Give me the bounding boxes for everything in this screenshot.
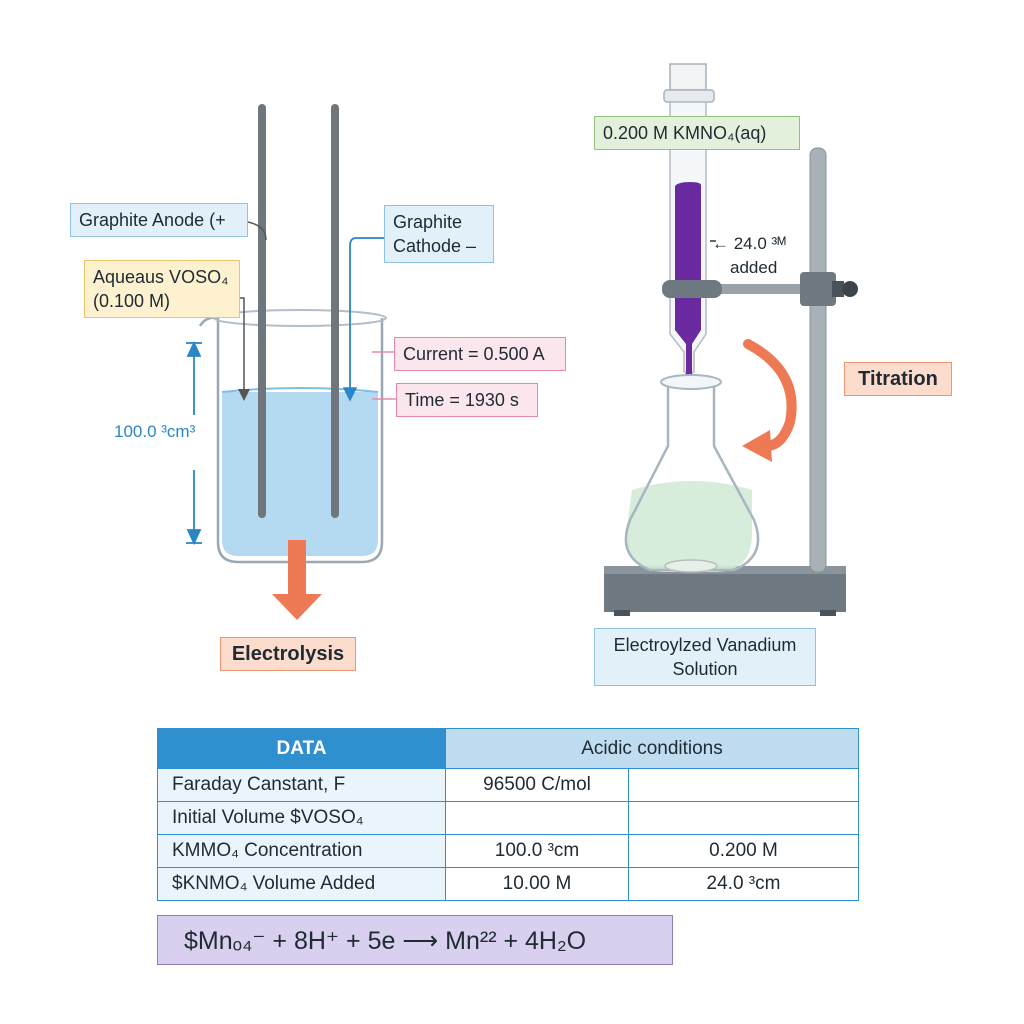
cathode-label: Graphite Cathode – <box>384 205 494 263</box>
titration-label: Titration <box>844 362 952 396</box>
table-cell: 0.200 M <box>628 834 859 868</box>
erlenmeyer-flask <box>624 374 760 573</box>
electrolysis-arrow <box>272 540 322 620</box>
table-cell: 24.0 ³cm <box>628 867 859 901</box>
table-row: Initial Volume $VOSO₄ <box>157 801 859 835</box>
time-label: Time = 1930 s <box>396 383 538 417</box>
table-cell <box>628 768 859 802</box>
data-table: DATA Acidic conditions Faraday Canstant,… <box>157 728 859 901</box>
cathode-electrode <box>331 104 339 518</box>
added-label: ← 24.0 ³ᴹ added <box>712 234 786 277</box>
stand-rod <box>809 147 827 573</box>
burette-label: 0.200 M KMNO₄(aq) <box>594 116 800 150</box>
table-cell: 96500 C/mol <box>445 768 629 802</box>
table-header-conditions: Acidic conditions <box>445 728 859 769</box>
table-row: Faraday Canstant, F 96500 C/mol <box>157 768 859 802</box>
burette <box>663 63 715 381</box>
table-cell: Faraday Canstant, F <box>157 768 446 802</box>
table-cell: 10.00 M <box>445 867 629 901</box>
clamp-block <box>800 272 836 306</box>
volume-label: 100.0 ³cm³ <box>114 422 196 441</box>
titration-arrow <box>742 339 797 462</box>
solution-label: Aqueaus VOSO₄ (0.100 M) <box>84 260 240 318</box>
flask-label: Electroylzed Vanadium Solution <box>594 628 816 686</box>
table-row: $KNMO₄ Volume Added 10.00 M 24.0 ³cm <box>157 867 859 901</box>
table-cell: Initial Volume $VOSO₄ <box>157 801 446 835</box>
clamp-arm <box>700 284 816 294</box>
table-cell: 100.0 ³cm <box>445 834 629 868</box>
anode-electrode <box>258 104 266 518</box>
volume-dimension <box>186 340 202 546</box>
table-row: KMMO₄ Concentration 100.0 ³cm 0.200 M <box>157 834 859 868</box>
current-label: Current = 0.500 A <box>394 337 566 371</box>
electrolysis-label: Electrolysis <box>220 637 356 671</box>
table-header-row: DATA Acidic conditions <box>157 728 859 769</box>
half-equation: $Mnₒ₄⁻ + 8H⁺ + 5e ⟶ Mn²² + 4H₂O <box>157 915 673 965</box>
anode-leader <box>247 221 267 241</box>
beaker <box>198 309 387 564</box>
anode-label: Graphite Anode (+ <box>70 203 248 237</box>
table-cell <box>445 801 629 835</box>
table-header-data: DATA <box>157 728 446 769</box>
table-cell: KMMO₄ Concentration <box>157 834 446 868</box>
table-cell: $KNMO₄ Volume Added <box>157 867 446 901</box>
cathode-leader <box>342 237 388 402</box>
table-cell <box>628 801 859 835</box>
burette-clamp <box>662 280 722 298</box>
